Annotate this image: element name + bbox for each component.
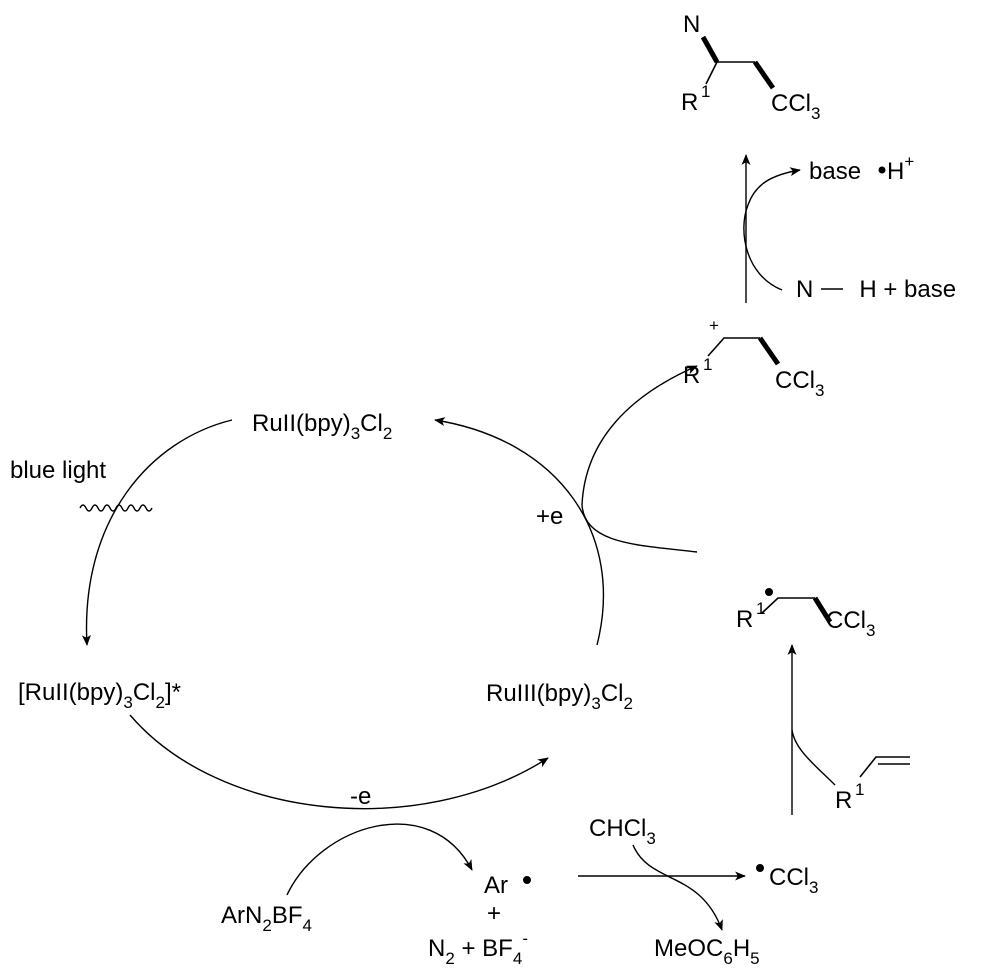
- ru-ii-label: RuII(bpy)3Cl2: [252, 410, 392, 443]
- alkyl-radical-structure: R 1 CCl3: [736, 588, 875, 640]
- reduction-arrow: [434, 417, 605, 646]
- radical-oxidation-arrow: [581, 365, 698, 553]
- svg-text:CCl3: CCl3: [775, 367, 824, 400]
- chloroform-in-out-arrow: [632, 844, 723, 931]
- minus-e-label: -e: [350, 783, 371, 810]
- blue-light-label: blue light: [10, 457, 106, 484]
- svg-text:R: R: [835, 787, 852, 814]
- ccl3-radical-label: CCl3: [769, 864, 818, 897]
- base-deprotonation-arrow: [743, 167, 801, 291]
- alkene-incoming-arrow: [791, 729, 836, 786]
- ru-ii-excited-label: [RuII(bpy)3Cl2]*: [18, 679, 181, 712]
- anisole-label: MeOC6H5: [654, 935, 760, 968]
- svg-text:1: 1: [855, 780, 864, 799]
- svg-text:1: 1: [703, 355, 712, 374]
- blue-light-wave-icon: [79, 504, 153, 512]
- svg-text:N: N: [683, 11, 700, 38]
- oxidative-quench-arrow: [129, 714, 549, 810]
- svg-text:+: +: [709, 316, 719, 335]
- svg-text:CCl3: CCl3: [826, 607, 875, 640]
- product-structure: N R 1 CCl3: [681, 11, 820, 123]
- diazonium-salt-label: ArN2BF4: [221, 902, 312, 935]
- protonated-base-dot: [878, 166, 886, 174]
- chloroform-label: CHCl3: [589, 815, 656, 848]
- carbocation-structure: + R 1 CCl3: [683, 316, 824, 400]
- ccl3-radical-dot: [756, 864, 764, 872]
- svg-text:R: R: [683, 362, 700, 389]
- alkene-structure: R 1: [835, 756, 910, 814]
- plus-sign: +: [487, 900, 501, 927]
- ru-iii-label: RuIII(bpy)3Cl2: [486, 680, 633, 713]
- byproducts-label: N2 + BF4-: [428, 929, 528, 968]
- plus-e-label: +e: [536, 503, 563, 530]
- svg-text:CCl3: CCl3: [771, 90, 820, 123]
- svg-text:R: R: [681, 89, 698, 116]
- aryl-radical-label: Ar: [484, 872, 508, 899]
- svg-text:1: 1: [756, 599, 765, 618]
- svg-text:1: 1: [701, 82, 710, 101]
- aryl-radical-dot: [523, 876, 531, 884]
- excitation-arrow: [81, 419, 233, 646]
- electron-transfer-arrow: [286, 823, 473, 896]
- svg-text:R: R: [736, 606, 753, 633]
